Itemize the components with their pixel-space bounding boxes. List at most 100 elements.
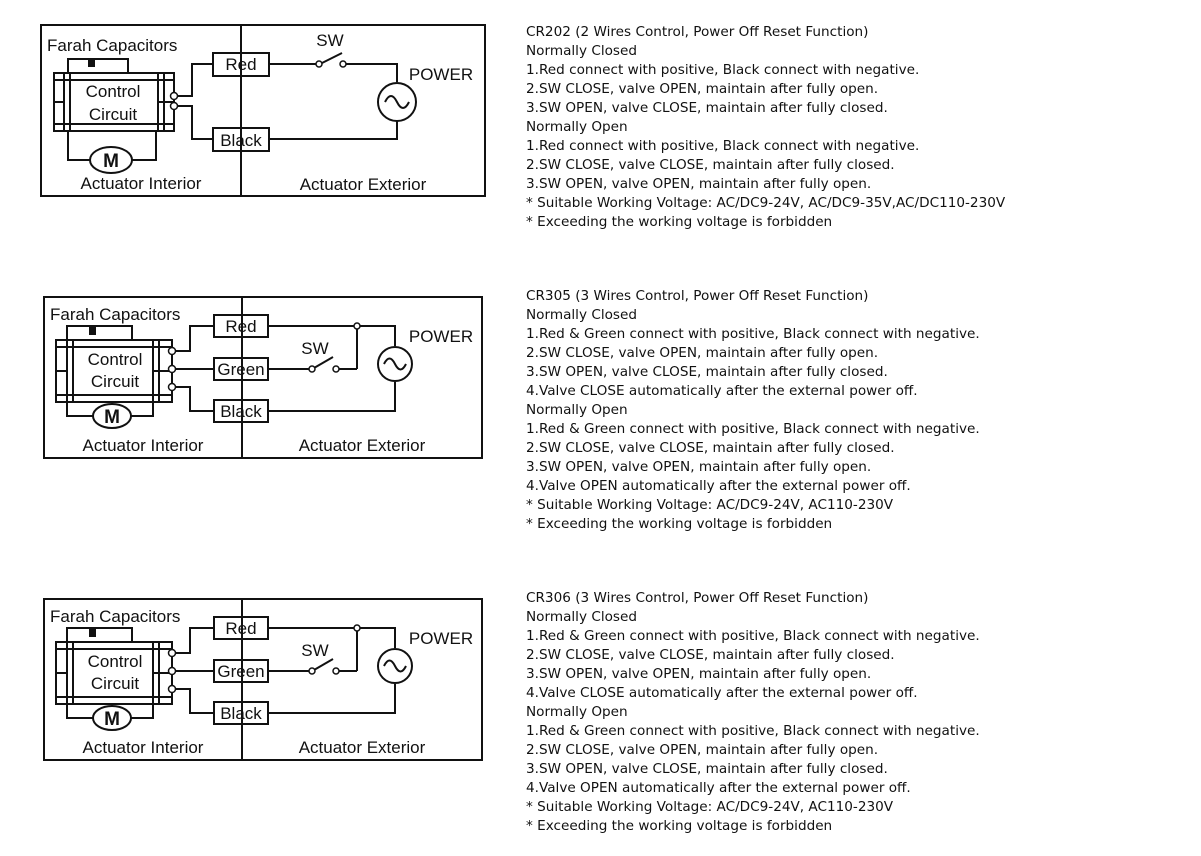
wiring-diagram-cr202: Farah Capacitors Control Circuit M Actua… [0,20,500,220]
ac-power-source-icon [377,346,413,382]
capacitor-icon [88,58,95,67]
power-label: POWER [409,65,473,84]
wiring-diagram-cr305: Farah Capacitors Control Circuit M Actua… [0,292,500,492]
description-line: 4.Valve OPEN automatically after the ext… [526,478,911,494]
description-line: 1.Red connect with positive, Black conne… [526,138,920,154]
switch-icon [321,52,343,64]
description-title: CR202 (2 Wires Control, Power Off Reset … [526,24,869,40]
switch-icon [313,356,334,369]
circuit-bottom [269,121,398,140]
circuit-top [268,325,396,346]
motor-label: M [103,151,119,172]
wire-black [176,688,214,714]
wiring-diagram-svg: Farah Capacitors Control Circuit M Actua… [43,598,483,761]
wire-red-label: Red [225,317,256,336]
description-line: 2.SW CLOSE, valve CLOSE, maintain after … [526,440,895,456]
capacitor-icon [89,326,96,335]
wire-green-label: Green [217,360,264,379]
switch-contact [332,667,340,675]
capacitor-bracket [66,325,133,340]
terminal-dot [167,666,177,676]
capacitors-label: Farah Capacitors [50,607,180,626]
description-line: 1.Red & Green connect with positive, Bla… [526,326,980,342]
motor-icon [92,705,132,731]
motor-icon [92,403,132,429]
motor-label: M [104,709,120,730]
exterior-label: Actuator Exterior [299,436,426,455]
power-label: POWER [409,629,473,648]
control-label: Control [86,82,141,101]
switch-label: SW [301,339,328,358]
description-line: 2.SW CLOSE, valve CLOSE, maintain after … [526,647,895,663]
terminal-dot [167,382,177,392]
description-line: 2.SW CLOSE, valve CLOSE, maintain after … [526,157,895,173]
warning-note: * Exceeding the working voltage is forbi… [526,214,833,230]
description-line: 1.Red & Green connect with positive, Bla… [526,421,980,437]
switch-label: SW [301,641,328,660]
motor-wire-loop [66,402,154,417]
description-line: 3.SW OPEN, valve OPEN, maintain after fu… [526,176,872,192]
sine-wave [383,659,407,673]
capacitor-icon [89,628,96,637]
exterior-label: Actuator Exterior [299,738,426,757]
description-line: 3.SW OPEN, valve CLOSE, maintain after f… [526,761,888,777]
description-line: 1.Red & Green connect with positive, Bla… [526,723,980,739]
junction-dot [353,322,361,330]
wire-black [178,105,213,140]
switch-icon [313,658,334,671]
exterior-label: Actuator Exterior [300,175,427,194]
wire-black-label: Black [220,704,262,723]
wire-red [178,63,213,97]
capacitor-bracket [67,58,129,73]
diagram-frame [40,24,486,197]
description-line: 1.Red connect with positive, Black conne… [526,62,920,78]
mode-heading: Normally Closed [526,307,637,323]
ac-power-source-icon [377,648,413,684]
mode-heading: Normally Open [526,402,628,418]
mode-heading: Normally Closed [526,609,637,625]
circuit-label: Circuit [91,674,139,693]
description-line: 3.SW OPEN, valve CLOSE, maintain after f… [526,100,888,116]
circuit-label: Circuit [91,372,139,391]
voltage-note: * Suitable Working Voltage: AC/DC9-24V, … [526,195,1006,211]
terminal-dot [169,101,179,111]
warning-note: * Exceeding the working voltage is forbi… [526,818,833,834]
mode-heading: Normally Open [526,119,628,135]
circuit-bottom [268,684,396,714]
circuit-top [268,627,396,648]
interior-label: Actuator Interior [83,738,204,757]
warning-note: * Exceeding the working voltage is forbi… [526,516,833,532]
voltage-note: * Suitable Working Voltage: AC/DC9-24V, … [526,497,894,513]
description-cr306: CR306 (3 Wires Control, Power Off Reset … [526,589,1166,836]
description-line: 1.Red & Green connect with positive, Bla… [526,628,980,644]
diagram-frame [43,296,483,459]
wire-black-label: Black [220,402,262,421]
description-cr202: CR202 (2 Wires Control, Power Off Reset … [526,23,1166,232]
diagram-frame [43,598,483,761]
description-title: CR306 (3 Wires Control, Power Off Reset … [526,590,869,606]
wire-red-label: Red [225,55,256,74]
description-line: 2.SW CLOSE, valve OPEN, maintain after f… [526,81,879,97]
motor-wire-loop [67,131,157,161]
control-circuit-block [55,641,173,705]
terminal-dot [167,648,177,658]
terminal-dot [167,364,177,374]
capacitors-label: Farah Capacitors [47,36,177,55]
description-line: 3.SW OPEN, valve OPEN, maintain after fu… [526,666,872,682]
switch-contact [315,60,323,68]
circuit-top [269,63,398,82]
wire-green-label: Green [217,662,264,681]
control-label: Control [88,652,143,671]
switch-contact [308,365,316,373]
control-circuit-block [53,72,175,132]
interior-label: Actuator Interior [81,174,202,193]
junction-dot [353,624,361,632]
terminal-dot [167,346,177,356]
power-label: POWER [409,327,473,346]
capacitor-bracket [66,627,133,642]
wire-black [176,386,214,412]
motor-label: M [104,407,120,428]
voltage-note: * Suitable Working Voltage: AC/DC9-24V, … [526,799,894,815]
mode-heading: Normally Open [526,704,628,720]
capacitors-label: Farah Capacitors [50,305,180,324]
